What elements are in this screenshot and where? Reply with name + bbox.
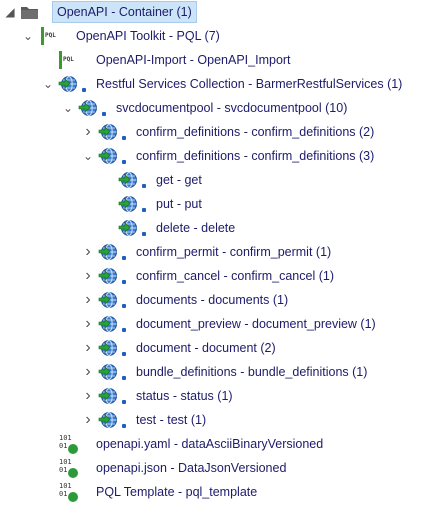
tree-item-delete[interactable]: delete - delete: [0, 216, 433, 240]
chevron-down-icon[interactable]: ⌄: [62, 101, 74, 115]
globe-arrow-icon: [78, 98, 106, 118]
status-dot: [142, 232, 146, 236]
tree-item-label: confirm_definitions - confirm_definition…: [136, 125, 375, 139]
status-dot: [122, 160, 126, 164]
chevron-right-icon[interactable]: ›: [85, 267, 91, 284]
tree-item-test[interactable]: › test - test (1): [0, 408, 433, 432]
tree-item-get[interactable]: get - get: [0, 168, 433, 192]
tree-item-label: confirm_definitions - confirm_definition…: [136, 149, 375, 163]
status-dot: [142, 208, 146, 212]
status-dot: [122, 400, 126, 404]
tree-item-label: PQL Template - pql_template: [96, 485, 258, 499]
tree-item-label: bundle_definitions - bundle_definitions …: [136, 365, 368, 379]
tree-item-label: Restful Services Collection - BarmerRest…: [96, 77, 403, 91]
pql-icon: PQL: [58, 50, 78, 70]
status-dot: [122, 376, 126, 380]
tree-item-label: svcdocumentpool - svcdocumentpool (10): [116, 101, 348, 115]
globe-arrow-icon: [98, 338, 126, 358]
tree-item-status[interactable]: › status - status (1): [0, 384, 433, 408]
tree-item-document[interactable]: › document - document (2): [0, 336, 433, 360]
globe-arrow-icon: [118, 170, 146, 190]
chevron-right-icon[interactable]: ›: [85, 243, 91, 260]
tree-item-label: OpenAPI-Import - OpenAPI_Import: [96, 53, 291, 67]
status-dot: [142, 184, 146, 188]
chevron-down-icon[interactable]: ⌄: [82, 149, 94, 163]
tree-item-label: delete - delete: [156, 221, 236, 235]
tree-item-label: openapi.yaml - dataAsciiBinaryVersioned: [96, 437, 324, 451]
chevron-right-icon[interactable]: ›: [85, 315, 91, 332]
globe-arrow-icon: [98, 362, 126, 382]
tree-item-svcdocumentpool[interactable]: ⌄ svcdocumentpool - svcdocumentpool (10): [0, 96, 433, 120]
chevron-right-icon[interactable]: ›: [85, 387, 91, 404]
tree-item-label: status - status (1): [136, 389, 233, 403]
tree-item-confirm-permit[interactable]: › confirm_permit - confirm_permit (1): [0, 240, 433, 264]
tree-item-openapi-import[interactable]: PQL OpenAPI-Import - OpenAPI_Import: [0, 48, 433, 72]
tree-item-label: put - put: [156, 197, 202, 211]
chevron-right-icon[interactable]: ›: [85, 363, 91, 380]
status-dot: [122, 352, 126, 356]
tree-item-restful-services-collection[interactable]: ⌄ Restful Services Collection - BarmerRe…: [0, 72, 433, 96]
tree-item-label: document_preview - document_preview (1): [136, 317, 376, 331]
globe-arrow-icon: [98, 122, 126, 142]
tree-item-label: OpenAPI - Container (1): [52, 1, 197, 23]
globe-arrow-icon: [118, 194, 146, 214]
tree-item-label: documents - documents (1): [136, 293, 289, 307]
status-dot: [122, 280, 126, 284]
status-dot: [122, 424, 126, 428]
tree-item-label: confirm_permit - confirm_permit (1): [136, 245, 332, 259]
globe-arrow-icon: [98, 314, 126, 334]
tree-item-pql-template[interactable]: 101 01 PQL Template - pql_template: [0, 480, 433, 504]
tree-item-put[interactable]: put - put: [0, 192, 433, 216]
tree-item-confirm-definitions-2[interactable]: › confirm_definitions - confirm_definiti…: [0, 120, 433, 144]
chevron-right-icon[interactable]: ›: [85, 411, 91, 428]
tree-item-label: test - test (1): [136, 413, 207, 427]
pql-icon: PQL: [40, 26, 60, 46]
status-dot: [122, 136, 126, 140]
globe-arrow-icon: [98, 266, 126, 286]
status-dot: [102, 112, 106, 116]
tree-item-label: confirm_cancel - confirm_cancel (1): [136, 269, 334, 283]
tree-item-label: OpenAPI Toolkit - PQL (7): [76, 29, 220, 43]
tree-item-openapi-json[interactable]: 101 01 openapi.json - DataJsonVersioned: [0, 456, 433, 480]
tree-item-label: get - get: [156, 173, 202, 187]
tree-item-openapi-yaml[interactable]: 101 01 openapi.yaml - dataAsciiBinaryVer…: [0, 432, 433, 456]
status-dot: [82, 88, 86, 92]
binary-file-check-icon: 101 01: [58, 458, 78, 478]
chevron-down-icon[interactable]: ◢: [5, 5, 15, 19]
status-dot: [122, 256, 126, 260]
chevron-right-icon[interactable]: ›: [85, 339, 91, 356]
tree-item-bundle-definitions[interactable]: › bundle_definitions - bundle_definition…: [0, 360, 433, 384]
binary-file-check-icon: 101 01: [58, 482, 78, 502]
chevron-down-icon[interactable]: ⌄: [22, 29, 34, 43]
chevron-right-icon[interactable]: ›: [85, 123, 91, 140]
globe-arrow-icon: [98, 146, 126, 166]
folder-icon: [20, 2, 40, 22]
globe-arrow-icon: [118, 218, 146, 238]
tree-item-openapi-toolkit[interactable]: ⌄ PQL OpenAPI Toolkit - PQL (7): [0, 24, 433, 48]
globe-arrow-icon: [98, 242, 126, 262]
status-dot: [122, 304, 126, 308]
tree-item-label: openapi.json - DataJsonVersioned: [96, 461, 287, 475]
tree-item-document-preview[interactable]: › document_preview - document_preview (1…: [0, 312, 433, 336]
tree-item-confirm-cancel[interactable]: › confirm_cancel - confirm_cancel (1): [0, 264, 433, 288]
tree-item-confirm-definitions-3[interactable]: ⌄ confirm_definitions - confirm_definiti…: [0, 144, 433, 168]
binary-file-check-icon: 101 01: [58, 434, 78, 454]
globe-arrow-icon: [98, 290, 126, 310]
tree-item-openapi-container[interactable]: ◢ OpenAPI - Container (1): [0, 0, 433, 24]
globe-arrow-icon: [98, 386, 126, 406]
chevron-right-icon[interactable]: ›: [85, 291, 91, 308]
globe-arrow-icon: [58, 74, 86, 94]
status-dot: [122, 328, 126, 332]
chevron-down-icon[interactable]: ⌄: [42, 77, 54, 91]
tree-item-documents[interactable]: › documents - documents (1): [0, 288, 433, 312]
globe-arrow-icon: [98, 410, 126, 430]
tree-item-label: document - document (2): [136, 341, 276, 355]
